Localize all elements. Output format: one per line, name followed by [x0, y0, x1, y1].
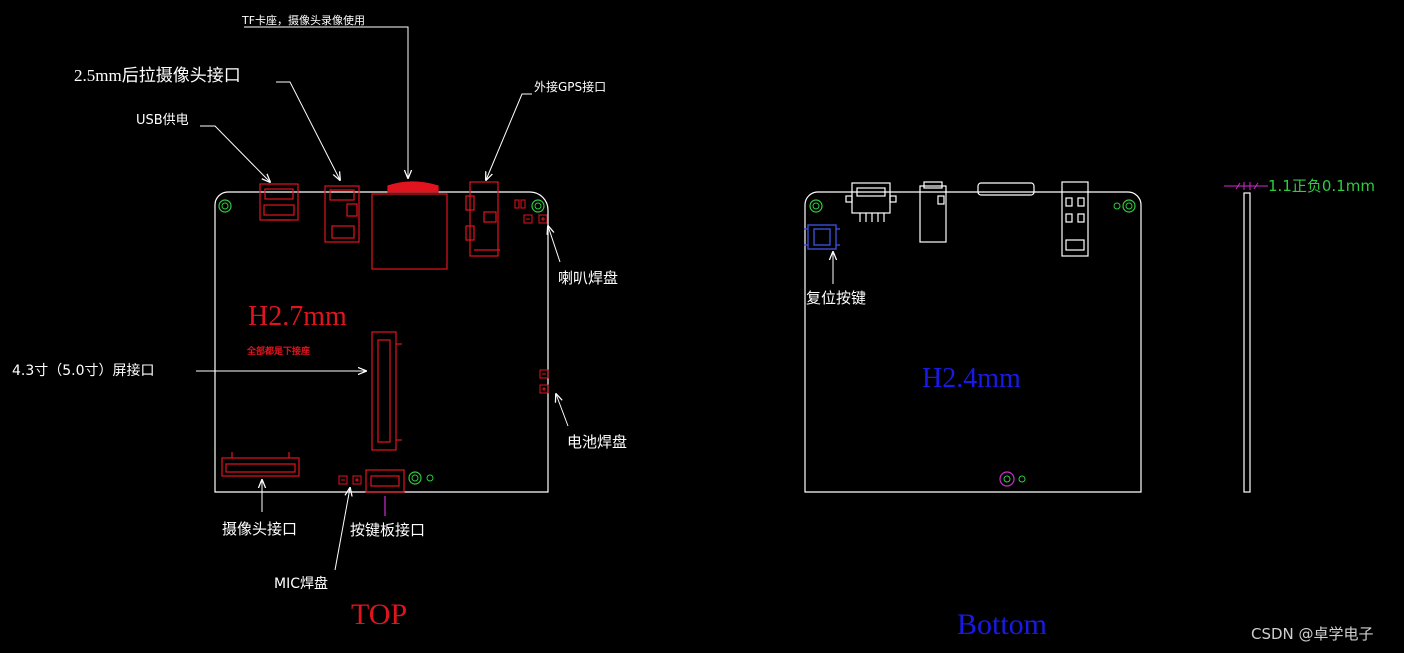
top-view: TF卡座，摄像头录像使用 2.5mm后拉摄像头接口 USB供电 外接GPS接口 …: [12, 13, 627, 631]
bottom-rear-camera-jack: [919, 181, 947, 243]
thickness-label: 1.1正负0.1mm: [1268, 177, 1375, 195]
battery-pads: [539, 369, 549, 394]
speaker-pads: [514, 199, 548, 224]
bottom-title: Bottom: [957, 608, 1047, 641]
thickness-dimension: [1224, 182, 1268, 190]
gps-label: 外接GPS接口: [534, 79, 606, 94]
screen-label: 4.3寸（5.0寸）屏接口: [12, 362, 155, 379]
battery-label: 电池焊盘: [567, 433, 627, 451]
bottom-gps-connector: [1061, 181, 1089, 257]
tf-card-label: TF卡座，摄像头录像使用: [241, 13, 365, 27]
reset-button: [804, 224, 840, 250]
tf-card-slot: [371, 181, 448, 270]
rear-camera-jack: [324, 185, 360, 243]
top-title: TOP: [351, 598, 407, 631]
top-mounting-holes: [218, 199, 545, 485]
bottom-board-outline: [804, 191, 1142, 493]
bottom-height-note: H2.4mm: [922, 363, 1021, 394]
mic-pads: [338, 475, 362, 485]
bottom-mounting-holes: [809, 199, 1136, 487]
camera-connector: [221, 452, 300, 477]
top-leader-lines: [196, 26, 569, 571]
top-board-outline: [214, 191, 549, 493]
screen-fpc-connector: [371, 331, 402, 451]
side-view: 1.1正负0.1mm: [1224, 177, 1375, 493]
mic-label: MIC焊盘: [274, 575, 328, 592]
keypad-label: 按键板接口: [350, 521, 425, 539]
top-sub-note: 全部都是下接座: [246, 345, 310, 357]
usb-connector: [259, 183, 299, 221]
gps-connector: [465, 181, 500, 257]
rear-camera-label: 2.5mm后拉摄像头接口: [74, 66, 241, 85]
bottom-view: 复位按键 H2.4mm Bottom: [804, 181, 1142, 641]
reset-label: 复位按键: [806, 289, 866, 307]
bottom-usb-connector: [845, 182, 897, 222]
usb-power-label: USB供电: [136, 113, 189, 128]
keypad-connector: [365, 469, 405, 493]
watermark: CSDN @卓学电子: [1251, 625, 1374, 643]
speaker-label: 喇叭焊盘: [558, 269, 618, 287]
bottom-tf-slot: [977, 182, 1035, 196]
side-board-profile: [1243, 192, 1251, 493]
top-height-note: H2.7mm: [248, 301, 347, 332]
camera-label: 摄像头接口: [222, 520, 297, 538]
